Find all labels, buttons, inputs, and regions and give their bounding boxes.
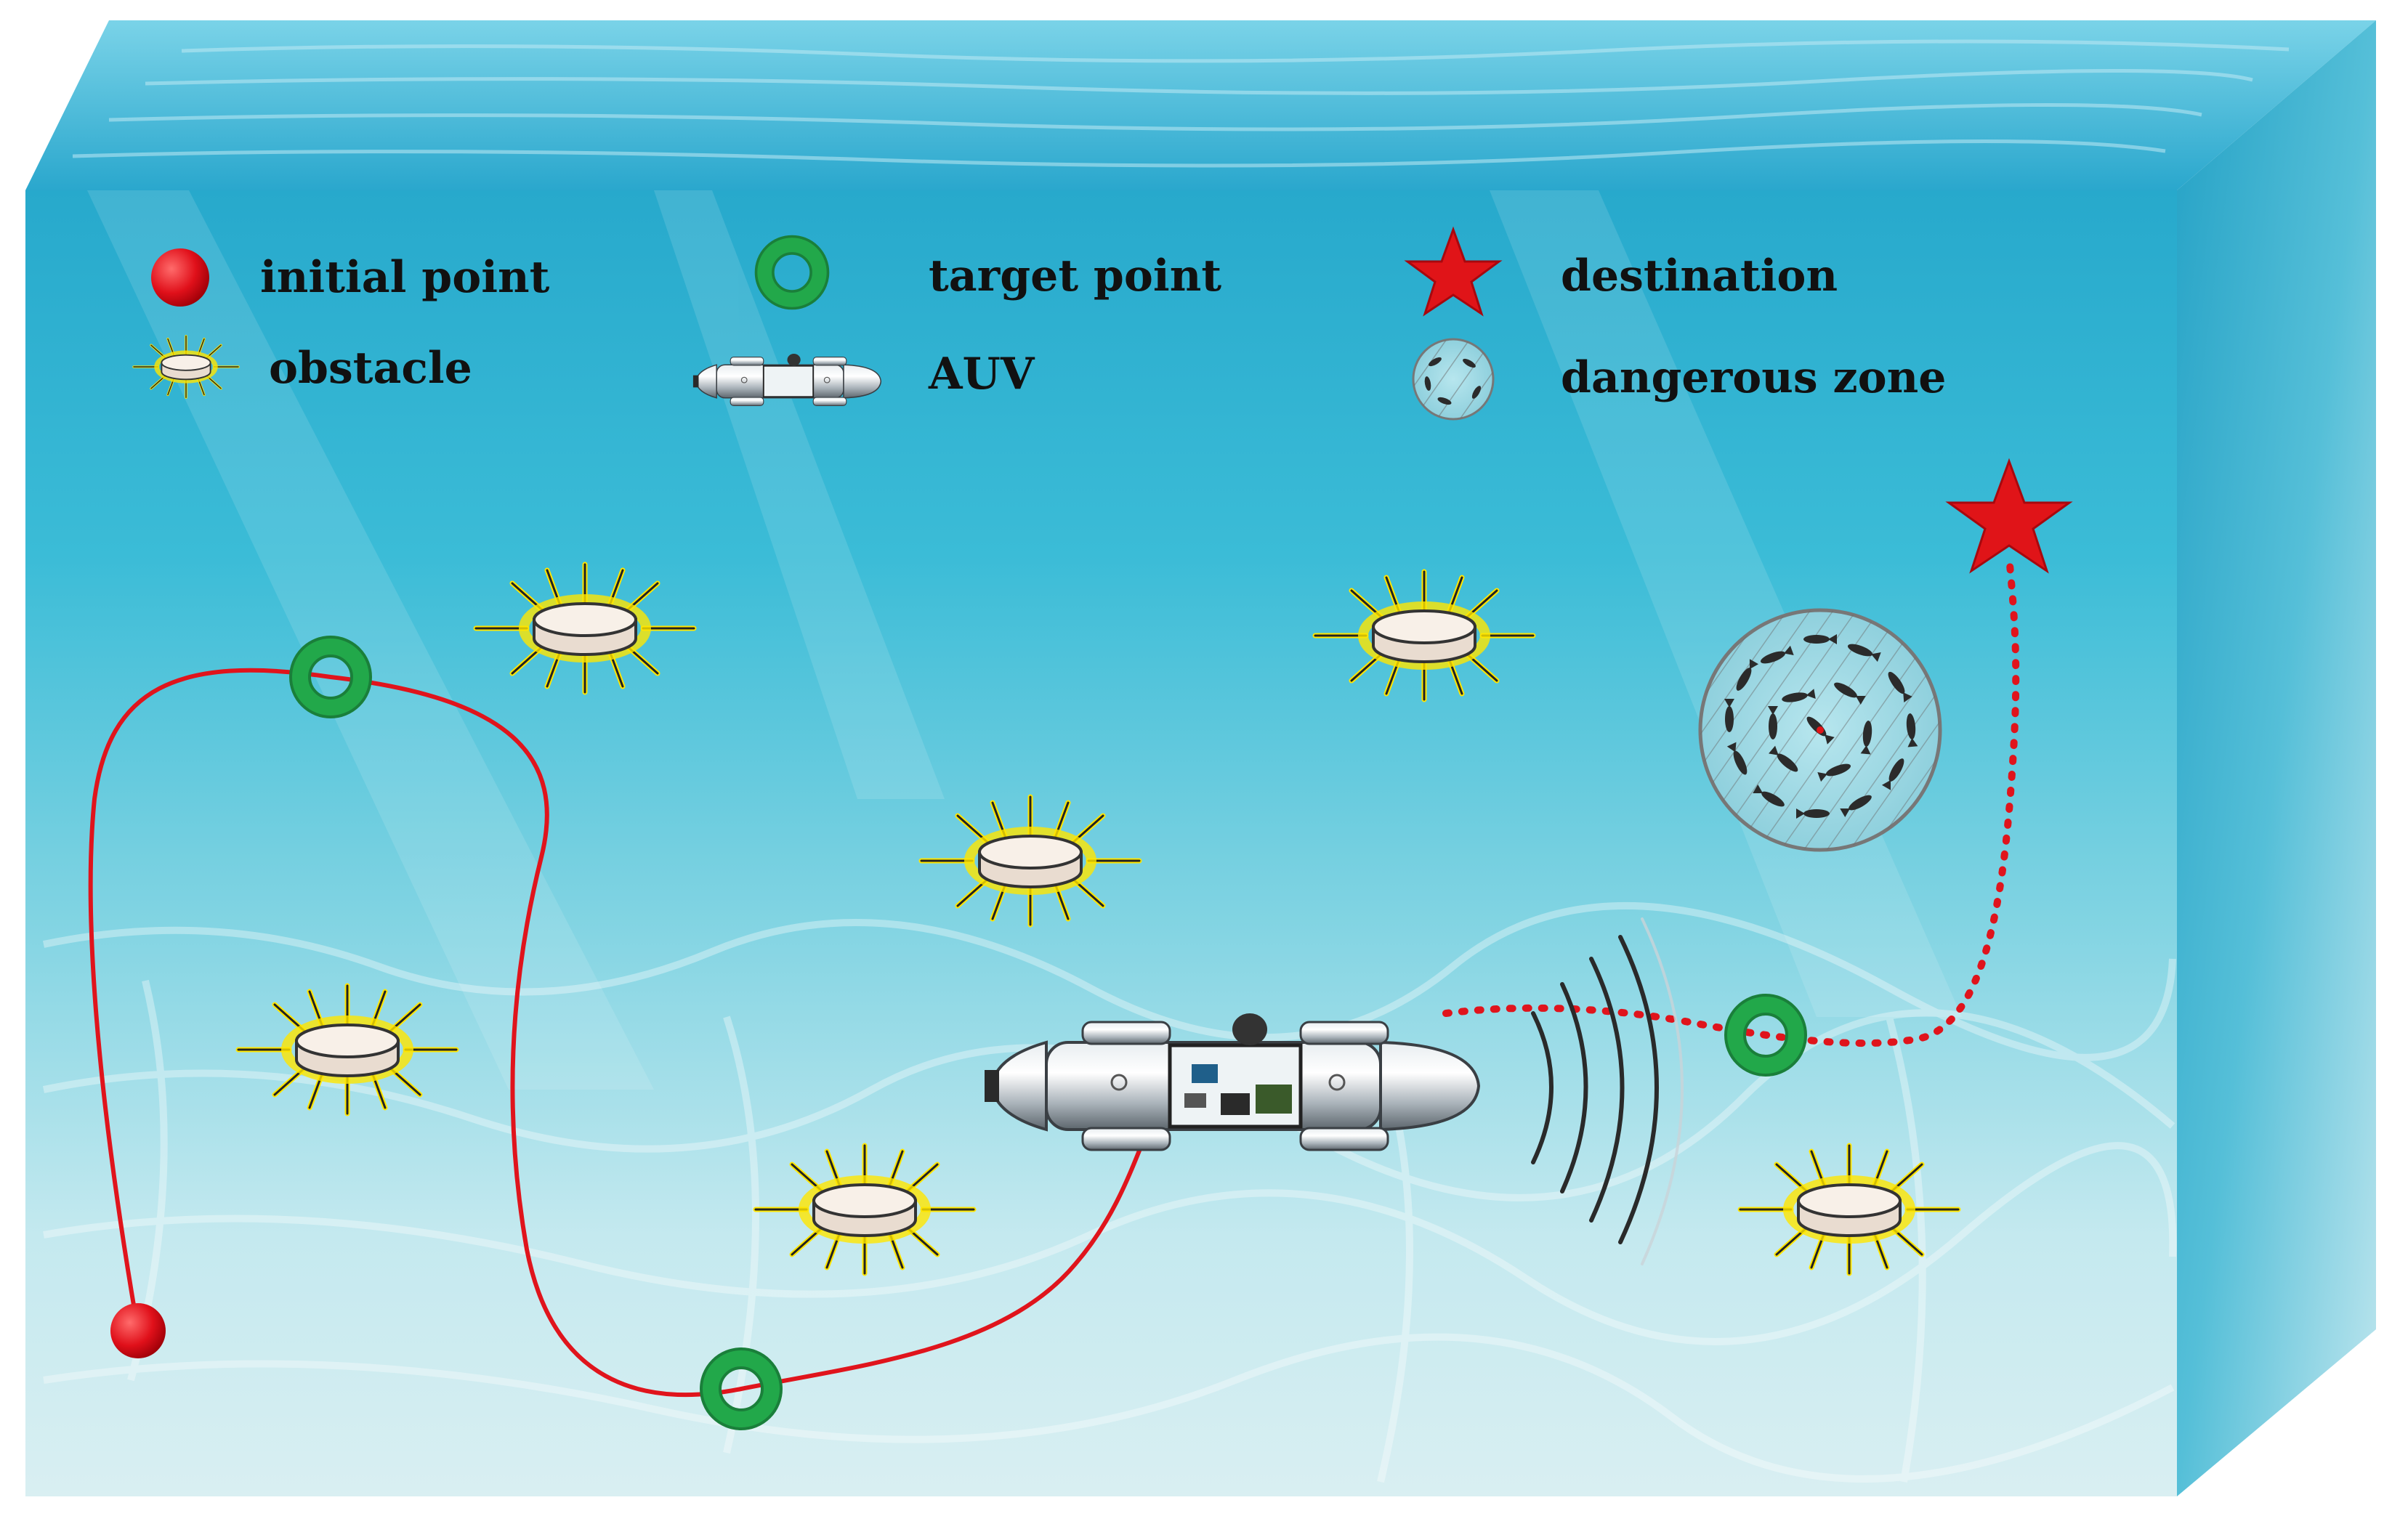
initial-point [110, 1303, 166, 1358]
initial-point-icon [151, 248, 209, 307]
auv [985, 1013, 1479, 1150]
legend-obstacle: obstacle [134, 336, 472, 397]
legend-dangerous-zone: dangerous zone [1412, 338, 1946, 421]
water-side-face [2177, 20, 2376, 1496]
legend-target-point: target point [764, 245, 1221, 301]
planned-path-dotted [1442, 552, 2020, 1047]
sonar-waves-light [1641, 917, 1684, 1265]
dangerous-zone-icon [1412, 338, 1495, 421]
destination-star [1945, 458, 2073, 574]
legend-obstacle-label: obstacle [269, 343, 472, 394]
legend-destination-label: destination [1561, 251, 1838, 301]
legend-auv-label: AUV [928, 349, 1035, 400]
legend-initial-point: initial point [151, 248, 550, 307]
water-tank [25, 20, 2376, 1496]
legend-target-point-label: target point [929, 251, 1221, 301]
legend-auv: AUV [692, 349, 1035, 407]
auv-payload [1184, 1064, 1292, 1115]
surface-ripples [72, 39, 2290, 168]
sonar-waves [1531, 935, 1659, 1244]
destination-star-icon [1404, 226, 1503, 317]
legend: initial point target point destination o… [134, 226, 1946, 421]
legend-dangerous-zone-label: dangerous zone [1561, 352, 1946, 403]
dangerous-zone [1698, 608, 1942, 852]
legend-initial-point-label: initial point [260, 252, 550, 303]
planned-path-solid [88, 668, 1157, 1398]
legend-destination: destination [1404, 226, 1838, 317]
